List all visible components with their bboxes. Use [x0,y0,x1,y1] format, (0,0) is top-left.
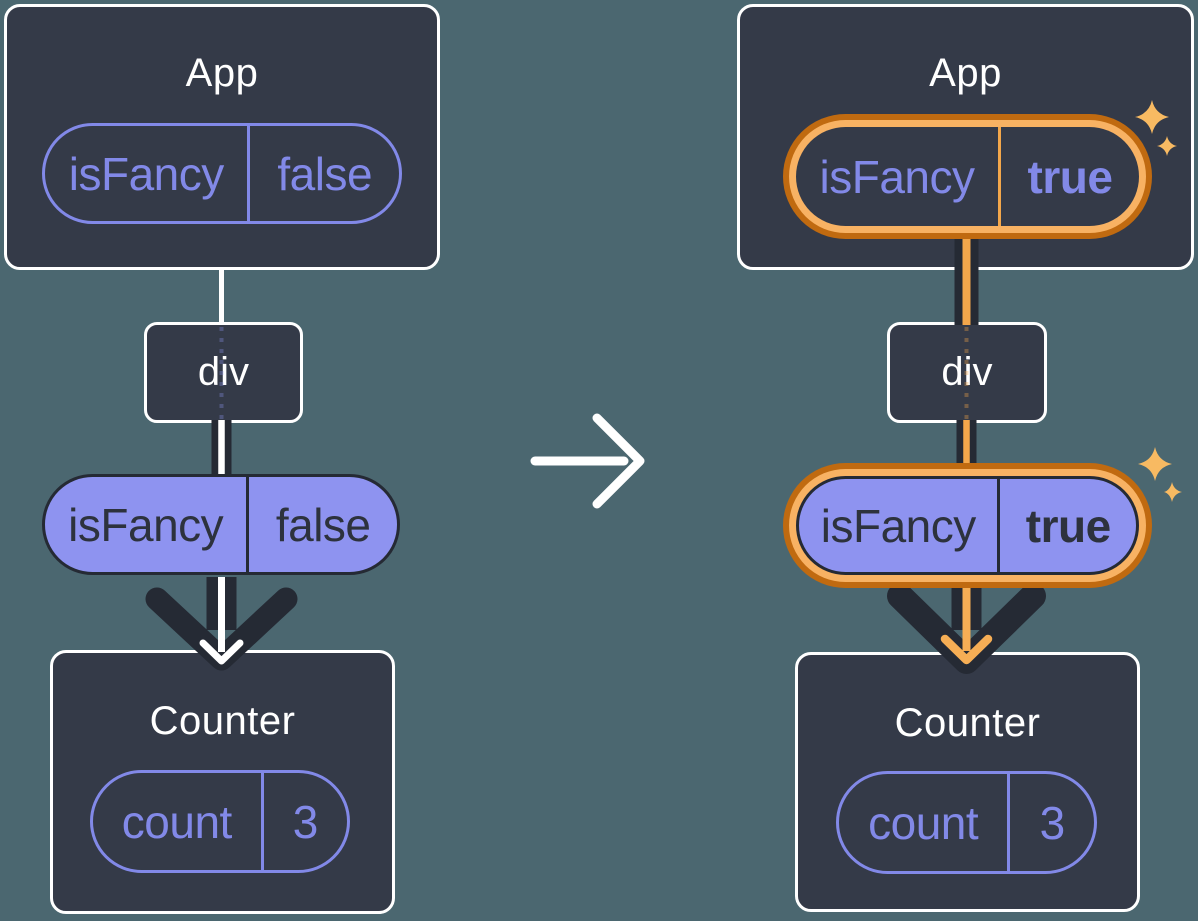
div-node-label: div [197,350,250,394]
div-node-box-after: div [887,322,1047,423]
state-value: false [277,147,373,200]
counter-state-pill-after: count 3 [836,771,1097,874]
prop-pill-after: isFancy true [796,476,1139,575]
counter-state-pill-before: count 3 [90,770,350,873]
app-state-pill-before: isFancy false [42,123,402,224]
prop-key: isFancy [45,477,250,572]
transition-right-arrow-icon [530,413,645,509]
state-value: true [1027,150,1113,203]
state-value: 3 [1039,796,1066,849]
state-key: count [93,773,264,870]
div-node-label: div [941,350,993,394]
state-key: isFancy [45,126,251,221]
app-state-pill-after: isFancy true [796,127,1139,226]
sparkle-icon [1164,482,1182,502]
counter-component-title: Counter [149,699,296,743]
state-key: count [839,774,1011,871]
prop-pill-before: isFancy false [42,474,400,575]
div-node-box-before: div [144,322,303,423]
app-component-title: App [185,51,259,95]
state-value: 3 [292,795,319,848]
prop-value: true [1025,499,1111,552]
app-component-title: App [929,51,1002,95]
prop-value: false [275,498,371,551]
state-key: isFancy [796,127,1002,226]
sparkle-icon [1138,447,1172,481]
prop-key: isFancy [799,479,1001,572]
counter-component-title: Counter [894,701,1041,745]
